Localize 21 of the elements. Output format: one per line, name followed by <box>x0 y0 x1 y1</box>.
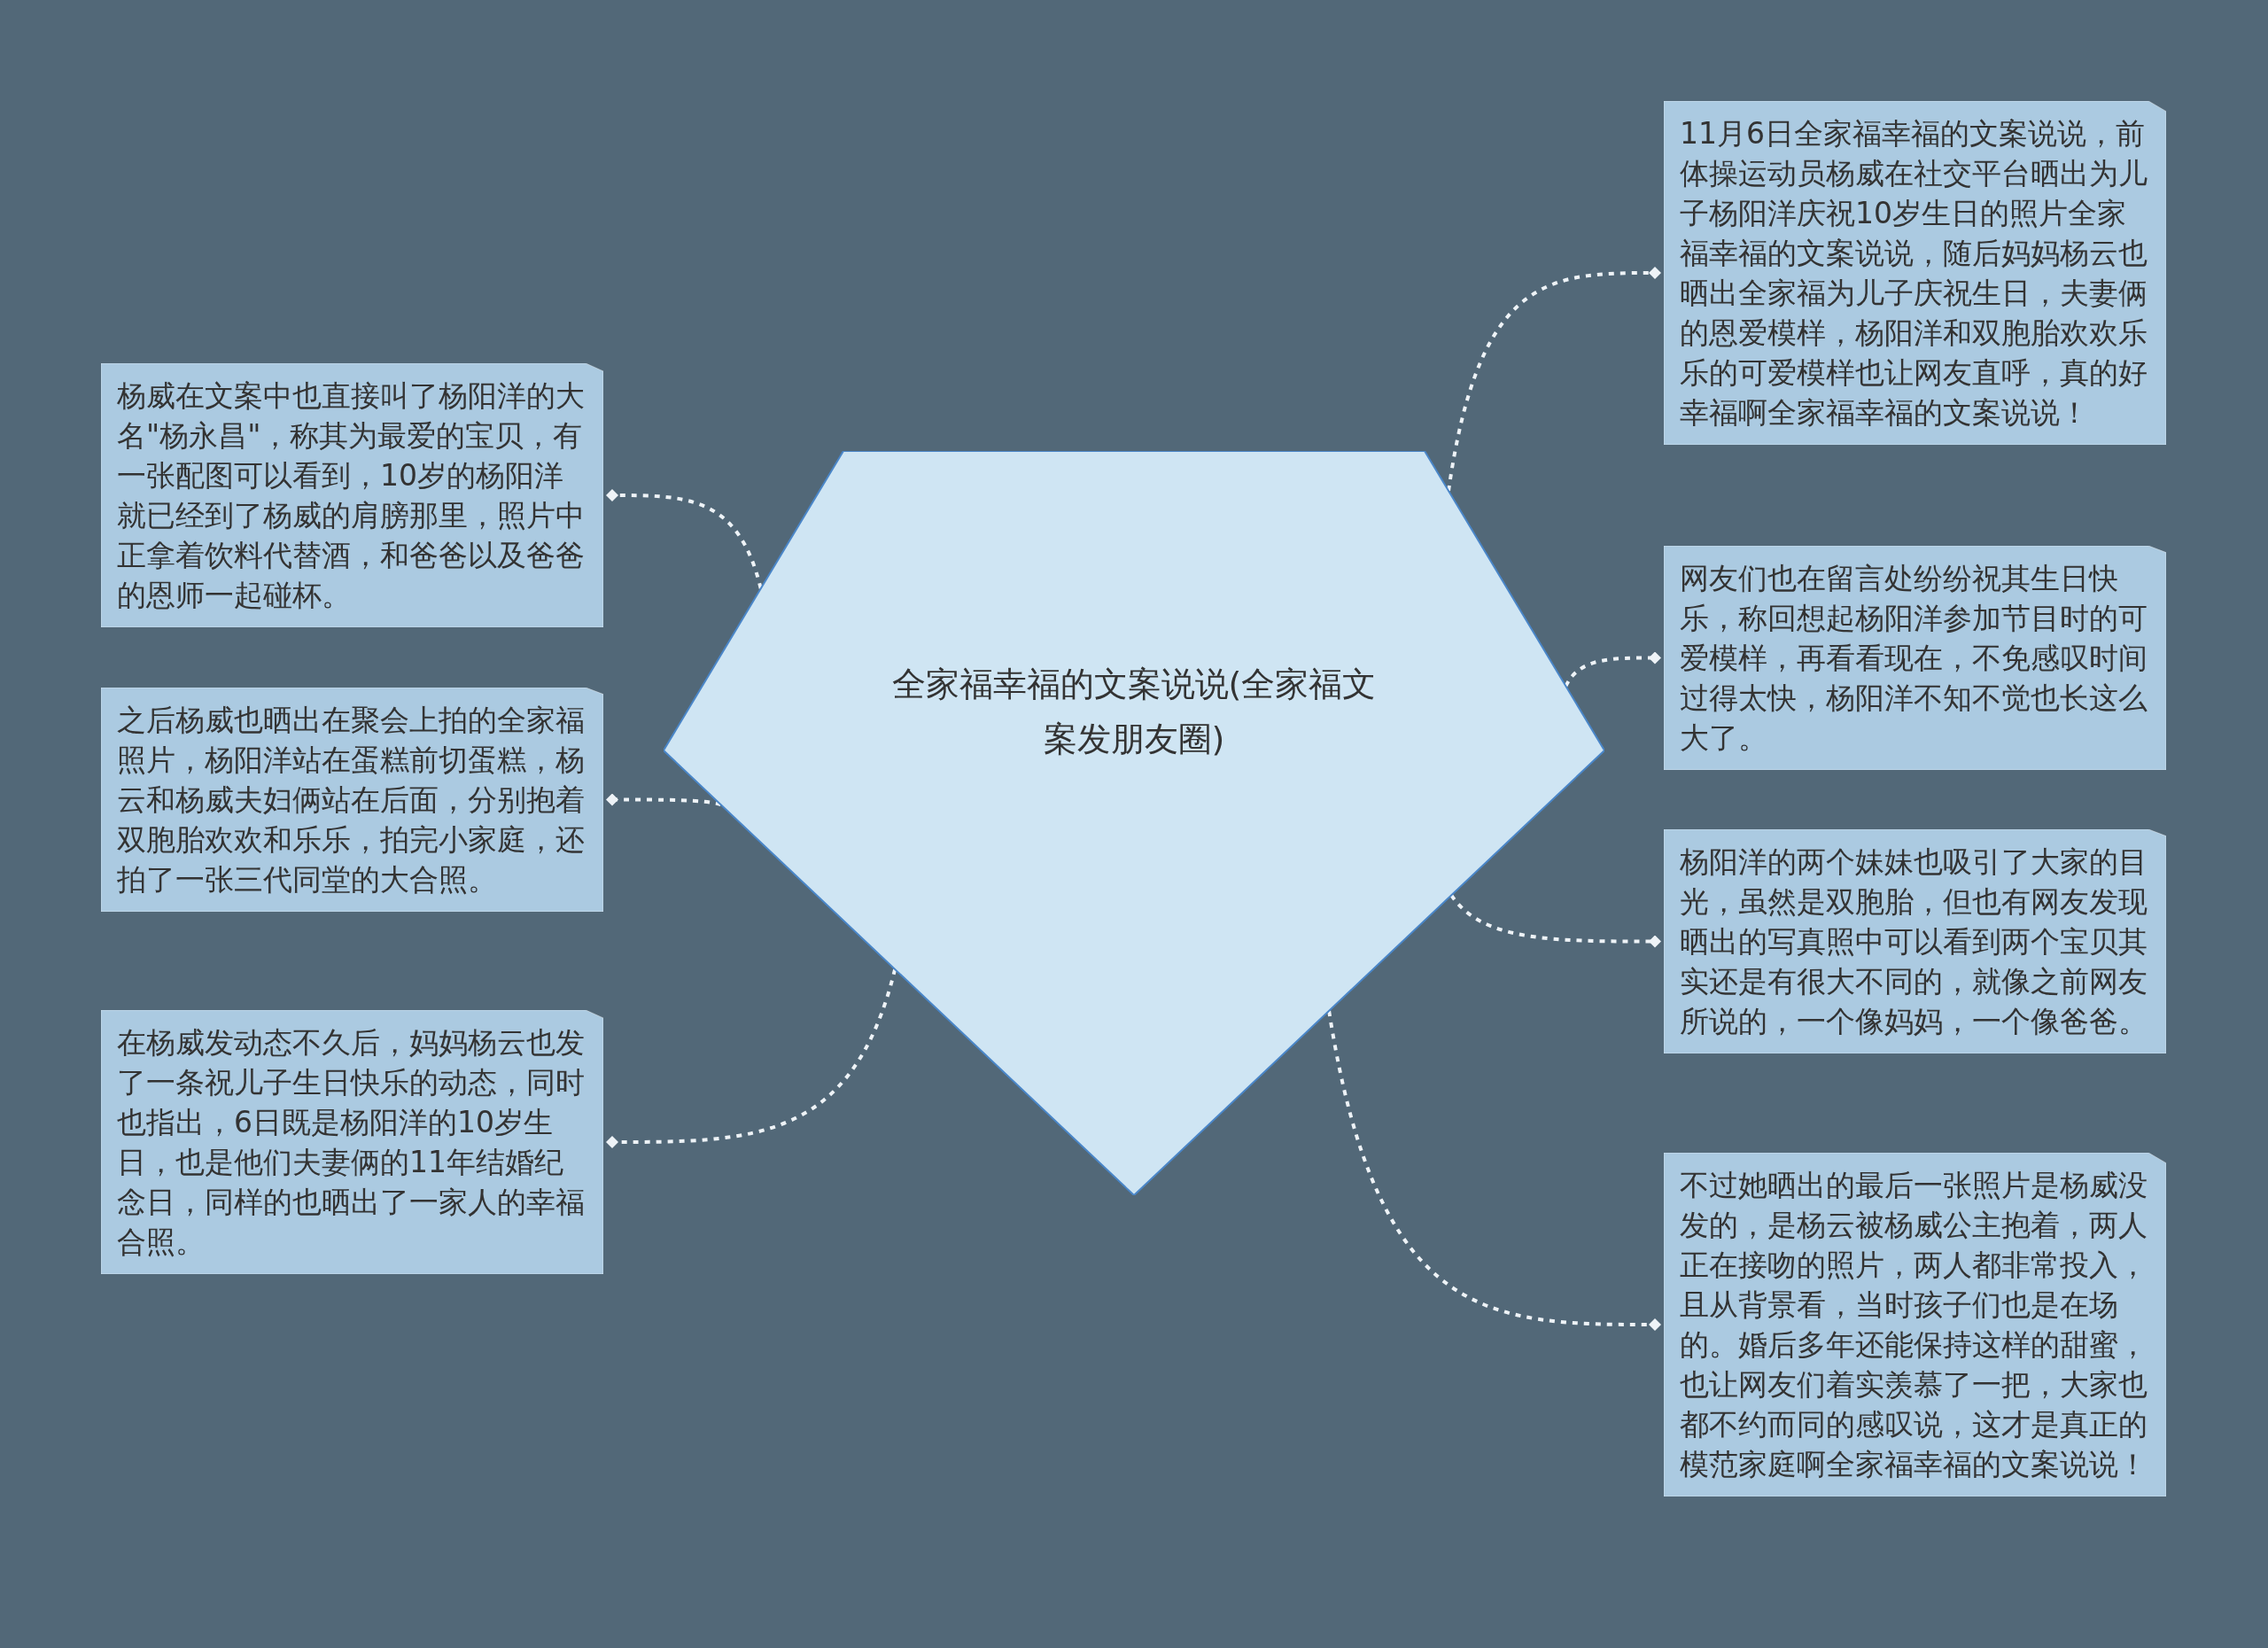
dotted-connector <box>1327 1010 1661 1331</box>
dotted-connector <box>606 968 897 1148</box>
card-text: 在杨威发动态不久后，妈妈杨云也发了一条祝儿子生日快乐的动态，同时也指出，6日既是杨阳洋的10岁生日，也是他们夫妻俩的11年结婚纪念日，同样的也晒出了一家人的幸福合照。 <box>116 1024 586 1261</box>
card-text: 不过她晒出的最后一张照片是杨威没发的，是杨云被杨威公主抱着，两人正在接吻的照片，两人都非常投入，且从背景看，当时孩子们也是在场的。婚后多年还能保持这样的甜蜜，也让网友们着实羡慕了一把，大家也都不约而同的感叹说，这才是真正的模范家庭啊全家福幸福的文案说说！ <box>1679 1167 2148 1483</box>
card-text: 11月6日全家福幸福的文案说说，前体操运动员杨威在社交平台晒出为儿子杨阳洋庆祝10岁生日的照片全家福幸福的文案说说，随后妈妈杨云也晒出全家福为儿子庆祝生日，夫妻俩的恩爱模样，杨阳洋和双胞胎欢欢乐乐的可爱模样也让网友直呼，真的好幸福啊全家福幸福的文案说说！ <box>1679 115 2148 431</box>
dotted-connector <box>1564 651 1661 688</box>
text-card <box>101 363 603 627</box>
dotted-connector <box>1447 267 1661 492</box>
text-card <box>1664 546 2166 770</box>
card-text: 之后杨威也晒出在聚会上拍的全家福照片，杨阳洋站在蛋糕前切蛋糕，杨云和杨威夫妇俩站在后面，分别抱着双胞胎欢欢和乐乐，拍完小家庭，还拍了一张三代同堂的大合照。 <box>116 702 586 898</box>
card-text: 网友们也在留言处纷纷祝其生日快乐，称回想起杨阳洋参加节目时的可爱模样，再看看现在，不免感叹时间过得太快，杨阳洋不知不觉也长这么大了。 <box>1679 560 2148 757</box>
pentagon-topic <box>664 451 1604 1195</box>
dotted-connector <box>1449 894 1661 948</box>
text-card <box>101 688 603 912</box>
dotted-connector <box>606 489 763 589</box>
dotted-connector <box>606 793 722 806</box>
text-card <box>1664 829 2166 1053</box>
card-text: 杨威在文案中也直接叫了杨阳洋的大名"杨永昌"，称其为最爱的宝贝，有一张配图可以看到，10岁的杨阳洋就已经到了杨威的肩膀那里，照片中正拿着饮料代替酒，和爸爸以及爸爸的恩师一起碰杯。 <box>116 377 586 614</box>
text-card <box>101 1010 603 1274</box>
card-text: 杨阳洋的两个妹妹也吸引了大家的目光，虽然是双胞胎，但也有网友发现晒出的写真照中可以看到两个宝贝其实还是有很大不同的，就像之前网友所说的，一个像妈妈，一个像爸爸。 <box>1679 843 2148 1040</box>
topic-title: 全家福幸福的文案说说(全家福文案发朋友圈) <box>890 664 1378 760</box>
